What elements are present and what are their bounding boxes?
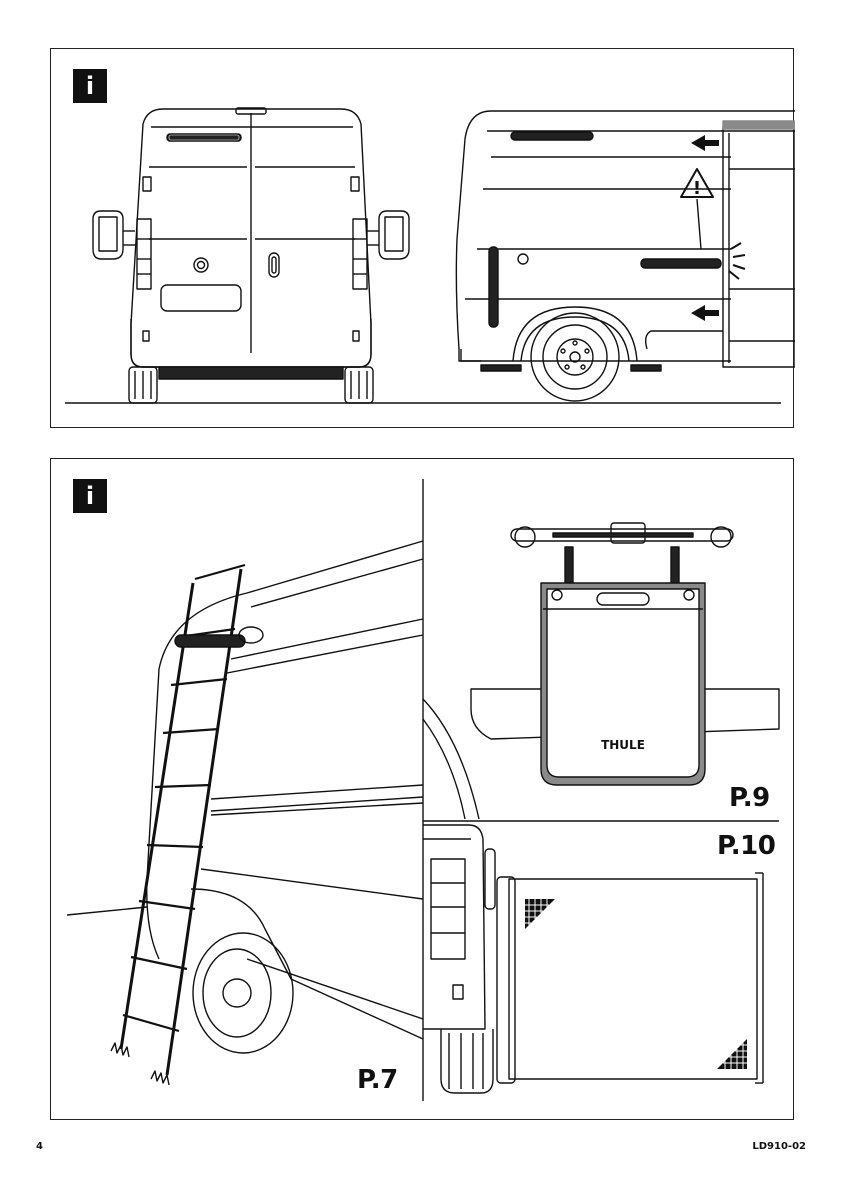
mudflap-on-crossbar-drawing	[423, 523, 779, 819]
brand-logo: THULE	[601, 738, 645, 752]
van-rear-view	[93, 108, 409, 403]
ref-label-p7: P.7	[357, 1065, 398, 1095]
top-illustration-panel: i	[50, 48, 794, 428]
ref-label-p9: P.9	[729, 783, 770, 813]
warning-icon: !	[693, 178, 701, 199]
document-code: LD910-02	[752, 1141, 806, 1152]
ladder-and-mudflap-drawings: THULE	[51, 459, 795, 1121]
van-side-view	[456, 111, 795, 401]
ladder-on-van-drawing	[67, 541, 423, 1085]
bottom-illustration-panel: i	[50, 458, 794, 1120]
mudflap-side-view-drawing	[423, 825, 763, 1093]
hatch-pattern	[525, 899, 747, 1069]
van-rear-and-side-drawing: !	[51, 49, 795, 429]
ref-label-p10: P.10	[717, 831, 775, 861]
page-number: 4	[36, 1141, 43, 1152]
arrow-left-icon	[691, 135, 719, 321]
